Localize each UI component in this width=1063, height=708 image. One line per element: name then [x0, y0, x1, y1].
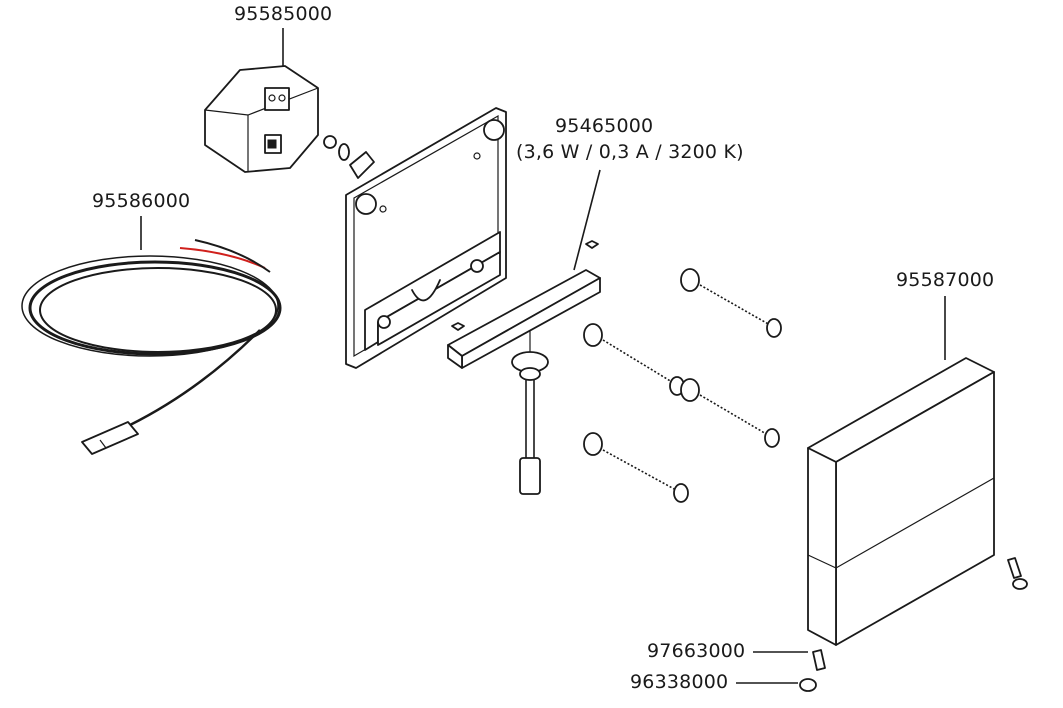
light-module	[447, 240, 601, 495]
screw-top	[680, 268, 782, 338]
label-sensor-cable: 95586000	[92, 190, 191, 212]
screw-middle-right	[680, 378, 780, 448]
screw-middle-left	[583, 323, 685, 396]
mounting-plate	[345, 107, 507, 369]
label-cover: 95587000	[896, 269, 995, 291]
label-light-module: 95465000	[555, 115, 654, 137]
pin	[812, 649, 826, 671]
sensor-cable	[21, 239, 282, 455]
power-supply-box	[204, 65, 319, 173]
label-pin: 97663000	[647, 640, 746, 662]
fixing-clip	[323, 135, 375, 179]
label-light-module-spec: (3,6 W / 0,3 A / 3200 K)	[516, 141, 744, 163]
cover-box	[807, 357, 995, 646]
label-power-supply: 95585000	[234, 3, 333, 25]
side-pin-and-cap	[1007, 557, 1028, 590]
screw-bottom	[583, 432, 689, 503]
cap	[799, 678, 817, 692]
label-cap: 96338000	[630, 671, 729, 693]
leader-light-module	[573, 169, 601, 271]
